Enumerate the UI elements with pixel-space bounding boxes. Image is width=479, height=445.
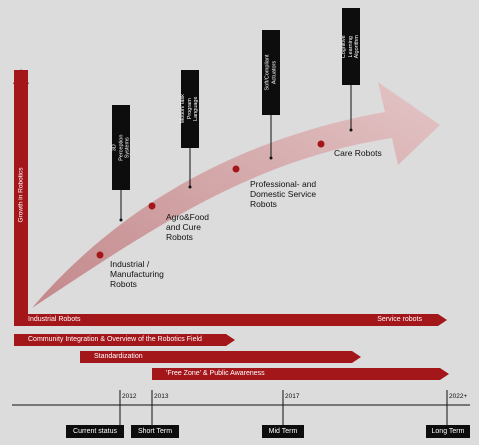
bar-free-zone-label: 'Free Zone' & Public Awareness (166, 370, 265, 377)
year-2022: 2022+ (449, 393, 468, 400)
connector-end-dot (119, 218, 123, 222)
term-current-status: Current status (66, 425, 124, 438)
tech-box-cognitive: Cognitive Learning Algorithm (341, 8, 361, 85)
bar-free-zone: 'Free Zone' & Public Awareness (152, 368, 449, 380)
market-label-care: Care Robots (334, 148, 382, 158)
bar-community-label: Community Integration & Overview of the … (28, 336, 202, 343)
tech-label-motion-task: Motion/Task Program Language (180, 94, 200, 124)
market-dot-care (317, 140, 325, 148)
tech-label-3d-perception: 3D Perception Systems (111, 134, 131, 161)
growth-axis: Growth in Robotics (14, 70, 28, 320)
connector-end-dot (269, 156, 273, 160)
bar-standardization: Standardization (80, 351, 361, 363)
bar-industrial-label: Industrial Robots (28, 316, 81, 323)
market-dot-industrial (96, 251, 104, 259)
market-label-service: Professional- and Domestic Service Robot… (250, 179, 317, 209)
term-long: Long Term (426, 425, 470, 438)
bar-industrial-to-service: Industrial Robots Service robots (14, 314, 447, 326)
bar-standardization-label: Standardization (94, 353, 143, 360)
tech-box-3d-perception: 3D Perception Systems (111, 105, 131, 190)
connector-end-dot (349, 128, 353, 132)
tech-box-soft-compliant: Soft/Compliant Actuators (262, 30, 280, 115)
bar-service-label: Service robots (377, 316, 422, 323)
year-2013: 2013 (154, 393, 169, 400)
market-dot-agro (148, 202, 156, 210)
tech-label-cognitive: Cognitive Learning Algorithm (341, 34, 361, 59)
bar-community-integration: Community Integration & Overview of the … (14, 334, 235, 346)
connector-end-dot (188, 185, 192, 189)
market-label-industrial: Industrial / Manufacturing Robots (110, 259, 164, 289)
year-2017: 2017 (285, 393, 300, 400)
term-short: Short Term (131, 425, 179, 438)
growth-axis-label: Growth in Robotics (17, 167, 25, 223)
market-label-agro: Agro&Food and Cure Robots (166, 212, 209, 242)
term-mid: Mid Term (262, 425, 304, 438)
tech-label-soft-compliant: Soft/Compliant Actuators (264, 54, 278, 91)
market-dot-service (232, 165, 240, 173)
tech-box-motion-task: Motion/Task Program Language (180, 70, 200, 148)
year-2012: 2012 (122, 393, 137, 400)
growth-arrow (32, 82, 440, 308)
